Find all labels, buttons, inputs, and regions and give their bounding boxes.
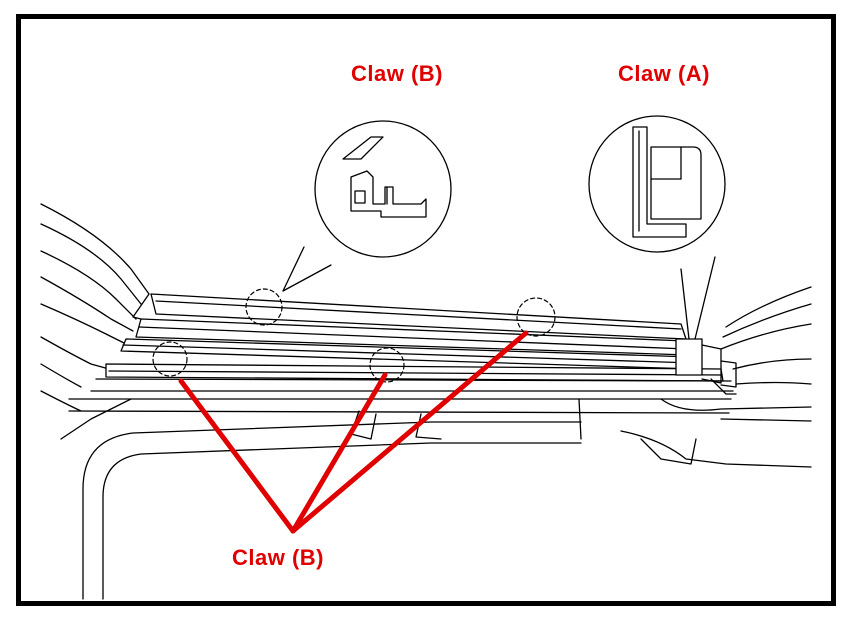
claw-b-marker-left <box>152 341 188 377</box>
callout-line-right <box>290 330 529 534</box>
claw-location-markers <box>152 288 556 383</box>
callout-line-left <box>178 378 296 534</box>
claw-b-marker-top <box>245 288 283 326</box>
sunroof-assembly-drawing <box>40 115 812 600</box>
claw-b-marker-right <box>516 297 556 337</box>
rail-assembly <box>68 293 737 414</box>
claw-a-top-label: Claw (A) <box>618 61 710 86</box>
diagram-frame: Claw (B) Claw (A) Claw (B) <box>16 14 836 606</box>
claw-b-detail-icon <box>342 136 427 218</box>
claw-b-top-label: Claw (B) <box>351 61 443 86</box>
right-body-lines <box>720 286 812 385</box>
claw-b-callout-lines <box>178 330 529 534</box>
left-body-lines <box>40 203 150 412</box>
window-opening <box>60 398 812 600</box>
callout-line-middle <box>290 372 388 534</box>
claw-a-detail-icon <box>632 126 702 238</box>
claw-b-bottom-label: Claw (B) <box>232 545 324 570</box>
claw-b-marker-middle <box>369 347 405 383</box>
